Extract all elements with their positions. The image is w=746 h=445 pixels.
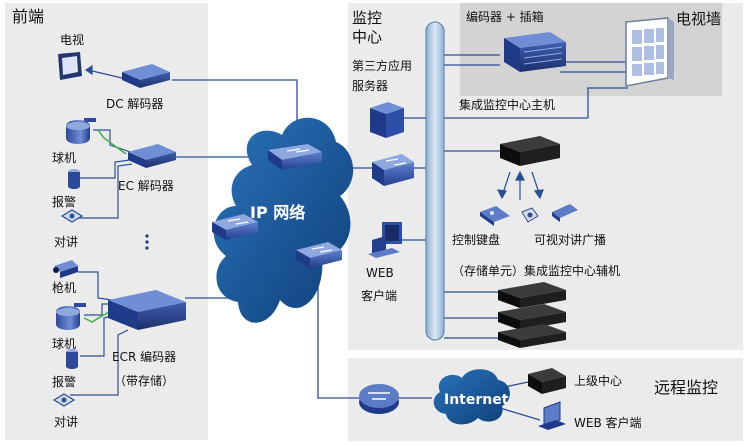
aux-storage-unit-3 (498, 324, 566, 348)
upper-center-label: 上级中心 (574, 373, 622, 388)
dome-camera-1-icon (66, 118, 96, 144)
aux-storage-unit-1 (498, 282, 566, 308)
tv-wall-icon (625, 17, 674, 87)
broadcast-icon (552, 204, 578, 222)
ip-network-cloud (213, 117, 354, 323)
alarm-2-label: 报警 (52, 374, 76, 389)
ip-network-label: IP 网络 (250, 203, 305, 222)
intercom-1-label: 对讲 (54, 234, 78, 249)
bullet-camera-label: 枪机 (52, 280, 76, 295)
ip-switch-bottom (296, 242, 342, 268)
front-end-title: 前端 (12, 7, 44, 26)
monitor-center-title-line1: 监控 (352, 9, 382, 27)
internet-label: Internet (444, 392, 509, 408)
dc-decoder-label: DC 解码器 (106, 97, 163, 111)
ip-switch-top (268, 144, 322, 170)
third-party-label-line1: 第三方应用 (352, 58, 412, 73)
tv-wall-panel (460, 3, 722, 96)
center-switch (372, 154, 414, 186)
tv-label: 电视 (60, 32, 84, 47)
center-bus (425, 21, 445, 341)
remote-web-client-label: WEB 客户端 (574, 415, 642, 430)
bullet-camera-icon (53, 260, 78, 278)
ip-switch-left (212, 214, 258, 240)
alarm-2-icon (66, 349, 78, 369)
more-devices-ellipsis (145, 234, 149, 250)
video-intercom-icon (521, 207, 539, 223)
intercom-2-label: 对讲 (54, 414, 78, 429)
ec-encoder-label: EC 解码器 (118, 179, 174, 193)
ecr-encoder-icon (108, 290, 186, 330)
remote-monitor-title: 远程监控 (654, 378, 718, 397)
main-host-icon (500, 136, 560, 166)
alarm-1-icon (68, 169, 80, 189)
aux-host-label: （存储单元）集成监控中心辅机 (452, 263, 620, 278)
center-web-client-label-line1: WEB (366, 266, 394, 280)
upper-center-icon (528, 368, 566, 394)
intercom-1-icon (60, 209, 84, 223)
third-party-label-line2: 服务器 (352, 78, 388, 93)
alarm-1-label: 报警 (52, 194, 76, 209)
remote-web-client-icon (538, 401, 566, 430)
video-intercom-label: 可视对讲广播 (534, 232, 606, 247)
front-end-panel (5, 3, 208, 440)
dome-camera-1-label: 球机 (52, 151, 76, 165)
dome-camera-2-icon (56, 303, 86, 330)
internet-cloud (433, 369, 510, 425)
third-party-server-icon (370, 102, 404, 138)
center-web-client-label-line2: 客户端 (361, 288, 397, 303)
monitor-center-title-line2: 中心 (352, 28, 382, 46)
center-web-client-icon (368, 222, 402, 258)
encoder-chassis-icon (504, 32, 566, 72)
control-keyboard-icon (480, 206, 510, 226)
dc-decoder-icon (122, 64, 170, 88)
control-keyboard-label: 控制键盘 (452, 232, 500, 247)
dome-camera-2-label: 球机 (52, 337, 76, 351)
ec-encoder-icon (128, 144, 176, 168)
tv-icon (58, 52, 82, 80)
control-arrows (496, 170, 544, 200)
ecr-storage-label: （带存储） (114, 373, 174, 388)
encoder-chassis-label: 编码器 + 插箱 (466, 9, 544, 24)
aux-storage-unit-2 (498, 304, 566, 330)
remote-router-icon (359, 384, 399, 414)
ecr-encoder-label: ECR 编码器 (112, 349, 176, 364)
camera-data-links (83, 129, 127, 323)
intercom-2-icon (52, 393, 76, 407)
tv-wall-title: 电视墙 (676, 10, 721, 28)
main-host-label: 集成监控中心主机 (459, 97, 555, 112)
